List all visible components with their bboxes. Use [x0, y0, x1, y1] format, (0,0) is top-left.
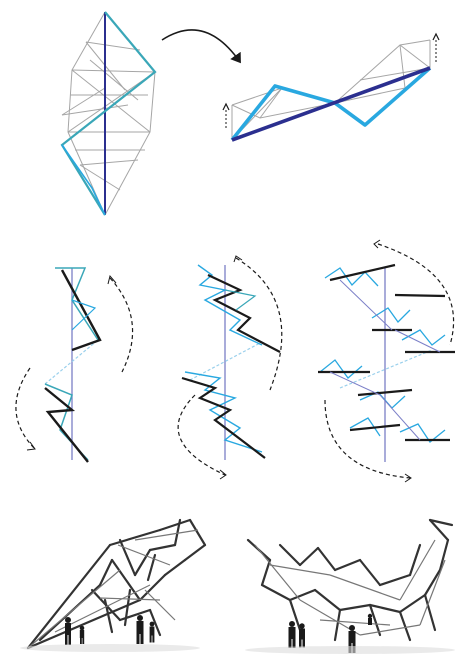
human-figure-icon — [137, 615, 144, 644]
human-figure-icon — [289, 621, 296, 648]
human-figure-icon — [150, 622, 155, 643]
structure-perspective-2 — [245, 520, 455, 654]
lift-arrow-icon — [433, 34, 439, 62]
dashed-rotation-arrow-icon — [325, 400, 410, 478]
unfolded-chain — [223, 34, 439, 140]
human-figure-icon — [368, 614, 372, 625]
curved-arrow-icon — [162, 30, 240, 62]
rotation-stage-3 — [318, 240, 455, 482]
dashed-rotation-arrow-icon — [110, 278, 133, 372]
folded-tetra-chain — [62, 12, 155, 215]
rotation-stage-2 — [178, 256, 282, 479]
grey-edges-right — [232, 40, 430, 140]
dashed-rotation-arrow-icon — [178, 395, 225, 475]
lift-arrow-icon — [223, 104, 229, 128]
teal-edge-path — [62, 12, 155, 215]
human-figure-icon — [299, 623, 305, 647]
grey-tetra-edges — [62, 12, 155, 215]
dashed-rotation-arrow-icon — [16, 368, 34, 448]
human-figure-icon — [65, 617, 71, 645]
structure-perspective-1 — [20, 520, 205, 652]
rotation-stage-1 — [16, 268, 133, 462]
human-figure-icon — [80, 626, 85, 644]
